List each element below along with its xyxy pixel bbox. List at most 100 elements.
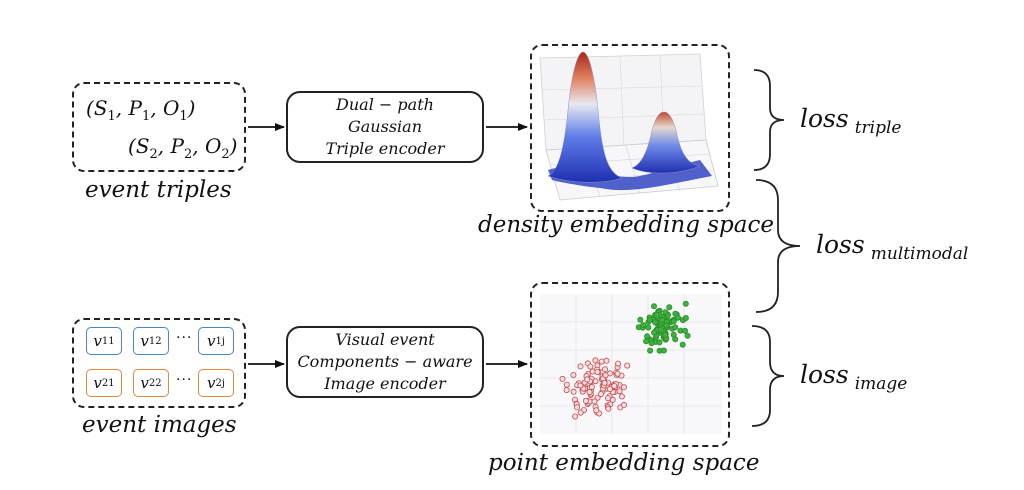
scatter-point	[570, 371, 577, 378]
image-encoder-box: Visual event Components − aware Image en…	[286, 326, 484, 398]
scatter-point	[666, 304, 673, 311]
scatter-point	[606, 386, 613, 393]
red-point-cluster	[559, 357, 631, 420]
scatter-point	[616, 388, 623, 395]
triple-1: (S1, P1, O1)	[86, 96, 196, 124]
scatter-point	[663, 322, 670, 329]
scatter-point	[589, 368, 596, 375]
image-encoder-line2: Components − aware	[297, 352, 473, 371]
triple-encoder-line3: Triple encoder	[325, 139, 445, 158]
scatter-point	[602, 372, 609, 379]
point-scatter-plot	[540, 294, 722, 434]
scatter-point	[603, 357, 610, 364]
scatter-point	[621, 401, 628, 408]
triple-2: (S2, P2, O2)	[128, 134, 238, 162]
scatter-point	[593, 407, 600, 414]
scatter-point	[672, 324, 679, 331]
scatter-point	[658, 326, 665, 333]
density-space-box	[530, 44, 730, 212]
scatter-point	[643, 338, 650, 345]
scatter-point	[570, 388, 577, 395]
scatter-point	[584, 376, 591, 383]
density-surface-plot	[539, 51, 719, 201]
image-encoder-line3: Image encoder	[324, 374, 446, 393]
scatter-point	[577, 409, 584, 416]
scatter-point	[618, 393, 625, 400]
point-space-box	[530, 282, 730, 447]
scatter-point	[559, 375, 566, 382]
scatter-point	[591, 398, 598, 405]
scatter-point	[653, 311, 660, 318]
scatter-point	[640, 322, 647, 329]
brace-multimodal	[755, 179, 801, 313]
scatter-point	[605, 395, 612, 402]
brace-image	[751, 325, 785, 427]
triple-encoder-line1: Dual − path	[336, 95, 434, 114]
triple-encoder-box: Dual − path Gaussian Triple encoder	[286, 91, 484, 163]
scatter-point	[563, 381, 570, 388]
scatter-point	[577, 382, 584, 389]
scatter-point	[601, 379, 608, 386]
scatter-point	[645, 324, 652, 331]
scatter-point	[592, 357, 599, 364]
scatter-point	[682, 314, 689, 321]
scatter-point	[656, 339, 663, 346]
brace-triple	[753, 69, 785, 171]
scatter-point	[644, 333, 651, 340]
event-images-box	[72, 318, 246, 408]
scatter-point	[587, 363, 594, 370]
scatter-point	[651, 303, 658, 310]
scatter-point	[586, 388, 593, 395]
scatter-point	[611, 382, 618, 389]
scatter-point	[682, 327, 689, 334]
scatter-point	[647, 347, 654, 354]
scatter-point	[652, 319, 659, 326]
scatter-point	[572, 413, 579, 420]
row1-ellipsis: ···	[176, 330, 193, 346]
scatter-point	[682, 300, 689, 307]
scatter-point	[660, 347, 667, 354]
scatter-point	[605, 405, 612, 412]
event-images-caption: event images	[82, 412, 237, 438]
scatter-point	[624, 362, 631, 369]
scatter-point	[662, 331, 669, 338]
scatter-point	[637, 316, 644, 323]
scatter-point	[602, 366, 609, 373]
scatter-point	[684, 332, 691, 339]
scatter-point	[620, 384, 627, 391]
row2-ellipsis: ···	[176, 372, 193, 388]
scatter-point	[577, 363, 584, 370]
scatter-point	[672, 336, 679, 343]
green-point-cluster	[635, 300, 691, 354]
scatter-point	[588, 383, 595, 390]
scatter-point	[614, 370, 621, 377]
scatter-point	[679, 341, 686, 348]
event-triples-box	[72, 82, 246, 172]
scatter-point	[594, 368, 601, 375]
scatter-point	[615, 360, 622, 367]
scatter-point	[598, 358, 605, 365]
scatter-point	[651, 329, 658, 336]
scatter-point	[662, 309, 669, 316]
scatter-point	[598, 391, 605, 398]
scatter-point	[670, 318, 677, 325]
triple-encoder-line2: Gaussian	[347, 117, 422, 136]
scatter-point	[648, 340, 655, 347]
event-triples-caption: event triples	[85, 177, 232, 203]
scatter-point	[672, 310, 679, 317]
scatter-point	[582, 397, 589, 404]
density-space-caption: density embedding space	[478, 212, 774, 238]
scatter-point	[646, 316, 653, 323]
scatter-point	[563, 387, 570, 394]
